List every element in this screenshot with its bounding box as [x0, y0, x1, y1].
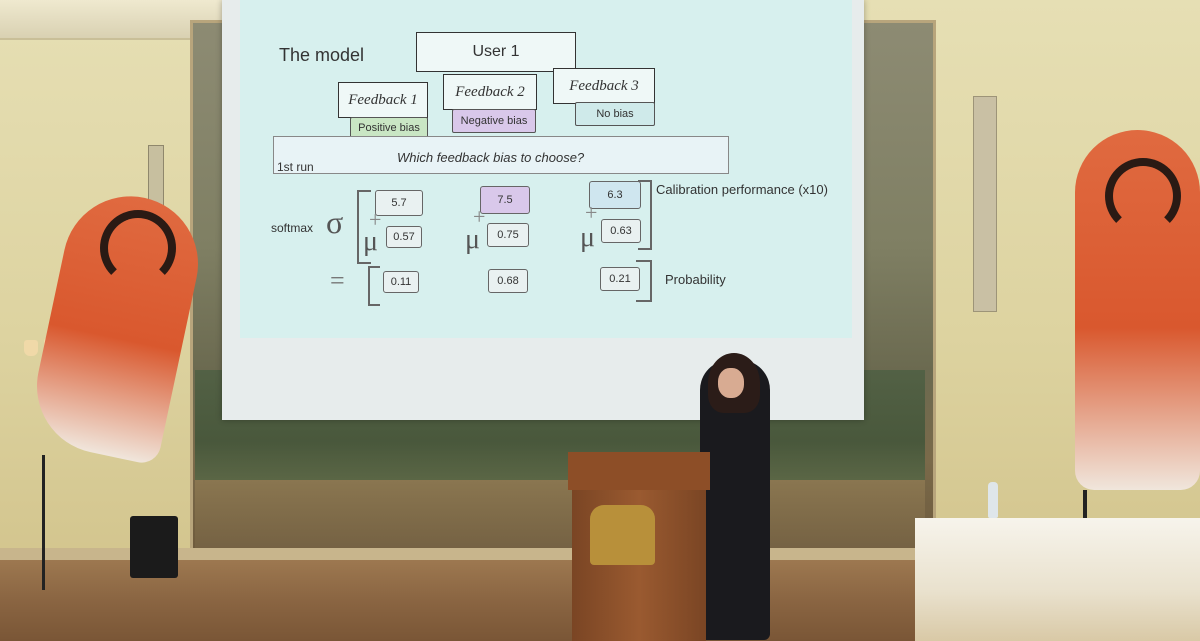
right-bracket [638, 180, 652, 250]
no-bias-tag: No bias [575, 102, 655, 126]
calibration-value-2: 7.5 [480, 186, 530, 214]
mu-value-2: 0.75 [487, 223, 529, 247]
probability-label: Probability [665, 272, 726, 287]
negative-bias-tag: Negative bias [452, 109, 536, 133]
feedback-3-box: Feedback 3 [553, 68, 655, 104]
wall-speaker [973, 96, 997, 312]
run-question: Which feedback bias to choose? [397, 150, 585, 165]
loudspeaker-box [130, 516, 178, 578]
podium-top [568, 452, 710, 490]
prob-right-bracket [636, 260, 652, 302]
mu-symbol-3: μ [580, 222, 596, 253]
positive-bias-tag: Positive bias [350, 117, 428, 139]
wall-lamp-left-1 [24, 340, 38, 356]
mu-value-3: 0.63 [601, 219, 641, 243]
plus-symbol-2: + [473, 204, 486, 229]
banner-pole-left [42, 455, 45, 590]
calibration-value-1: 5.7 [375, 190, 423, 216]
probability-value-2: 0.68 [488, 269, 528, 293]
sigma-symbol: σ [326, 204, 344, 240]
mu-symbol-2: μ [465, 224, 481, 255]
softmax-label: softmax [271, 221, 314, 235]
run-label: 1st run [277, 160, 314, 174]
banner-logo-right-icon [1105, 158, 1181, 234]
equals-symbol: = [330, 266, 345, 295]
probability-value-3: 0.21 [600, 267, 640, 291]
run-bar [273, 136, 729, 174]
mu-value-1: 0.57 [386, 226, 422, 248]
water-bottle [988, 482, 998, 518]
calibration-label: Calibration performance (x10) [656, 182, 828, 197]
calibration-value-3: 6.3 [589, 181, 641, 209]
plus-symbol-3: + [585, 200, 598, 225]
plus-symbol-1: + [369, 207, 382, 232]
slide-title: The model [279, 45, 365, 65]
probability-value-1: 0.11 [383, 271, 419, 293]
banner-logo-left-icon [100, 210, 176, 286]
presenter-face [718, 368, 744, 398]
feedback-2-box: Feedback 2 [443, 74, 537, 110]
user-box: User 1 [416, 32, 576, 72]
feedback-1-box: Feedback 1 [338, 82, 428, 118]
prob-left-bracket [368, 266, 380, 306]
draped-table [915, 518, 1200, 641]
podium-plaque [590, 505, 655, 565]
left-bracket [357, 190, 371, 264]
mu-symbol-1: μ [363, 226, 379, 257]
